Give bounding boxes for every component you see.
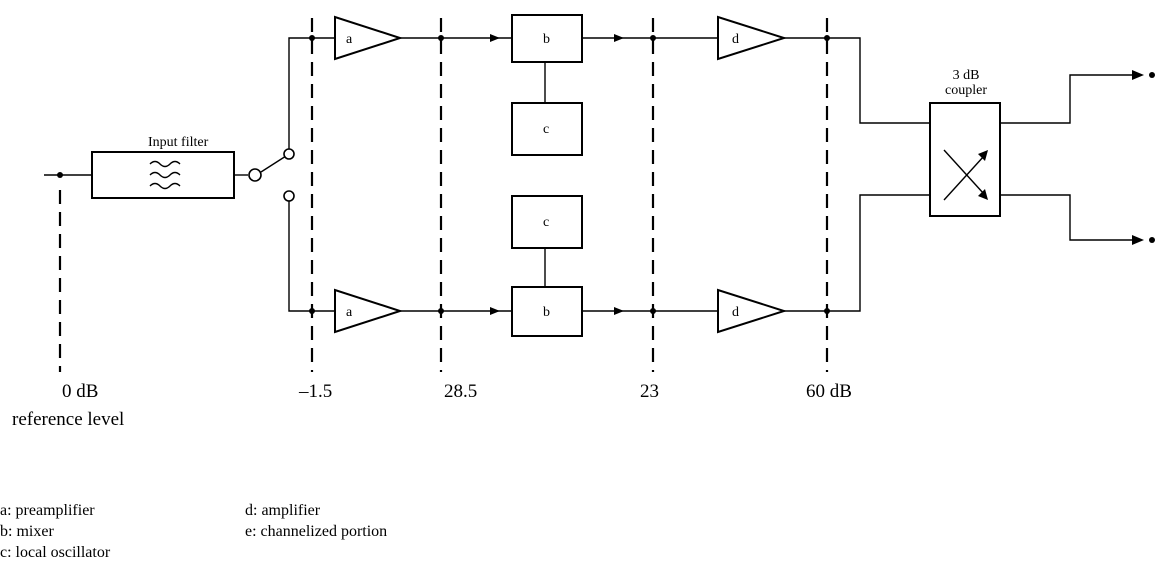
level-after-preamp: 28.5: [444, 381, 477, 402]
coupler-cross-icon: [943, 149, 988, 201]
rf-switch: [248, 148, 295, 202]
coupler-section: 3 dB coupler: [929, 68, 1155, 245]
coupler-box: [929, 102, 1001, 217]
mixer-upper-label: b: [543, 32, 550, 47]
input-section: Input filter: [44, 37, 312, 312]
filter-symbol-icon: [149, 160, 181, 190]
amp-lower-triangle: [717, 288, 788, 334]
local-osc-lower-box: [511, 195, 583, 249]
legend-item-a: a: preamplifier: [0, 502, 95, 519]
lower-branch: a c b d: [309, 194, 930, 337]
amp-upper-label: d: [732, 32, 739, 47]
amp-lower-label: d: [732, 305, 739, 320]
local-osc-upper-box: [511, 102, 583, 156]
legend-item-e: e: channelized portion: [245, 523, 388, 540]
amp-upper-triangle: [717, 15, 788, 61]
legend-item-b: b: mixer: [0, 523, 54, 540]
coupler-label-2: coupler: [945, 83, 987, 98]
legend-item-c: c: local oscillator: [0, 544, 111, 561]
level-after-mixer: 23: [640, 381, 659, 402]
legend-item-d: d: amplifier: [245, 502, 321, 519]
level-ref-caption: reference level: [12, 409, 124, 430]
input-filter-label: Input filter: [148, 135, 209, 150]
legend-column-2: d: amplifier e: channelized portion: [245, 500, 387, 542]
local-osc-upper-label: c: [543, 122, 549, 137]
upper-branch: a b c d: [309, 14, 930, 156]
output-2-terminal: [1149, 237, 1155, 243]
level-ref-value: 0 dB: [62, 381, 98, 402]
mixer-lower-label: b: [543, 305, 550, 320]
level-labels: 0 dB reference level –1.5 28.5 23 60 dB: [12, 381, 852, 430]
output-1-terminal: [1149, 72, 1155, 78]
level-after-amp: 60 dB: [806, 381, 852, 402]
input-filter-box: [91, 151, 235, 199]
local-osc-lower-label: c: [543, 215, 549, 230]
mixer-lower-box: [511, 286, 583, 337]
level-markers: [58, 18, 829, 372]
preamp-upper-label: a: [346, 32, 353, 47]
preamp-lower-label: a: [346, 305, 353, 320]
preamp-upper-triangle: [334, 15, 404, 61]
legend-column-1: a: preamplifier b: mixer c: local oscill…: [0, 500, 110, 563]
preamp-lower-triangle: [334, 288, 404, 334]
level-after-switch: –1.5: [298, 381, 332, 402]
coupler-label-1: 3 dB: [953, 68, 980, 83]
